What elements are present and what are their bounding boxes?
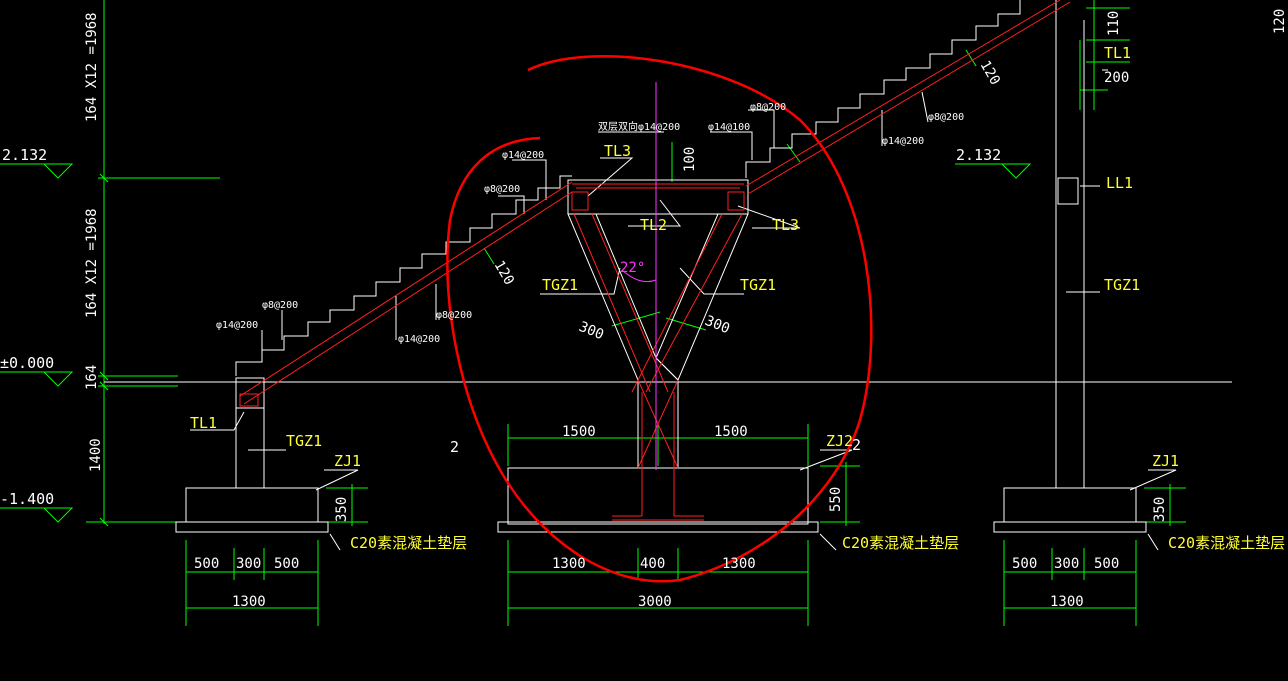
rebar-note: φ14@200	[882, 136, 924, 147]
dim-f-left-total: 1300	[232, 594, 266, 610]
dim-550: 550	[828, 487, 844, 512]
section-mark: 2	[852, 436, 861, 454]
cushion-left: C20素混凝土垫层	[350, 534, 467, 552]
dim-110: 110	[1106, 11, 1122, 36]
markup-circle	[446, 55, 873, 583]
rebar-lines	[239, 0, 1071, 521]
dim-f-right-c: 500	[1094, 556, 1119, 572]
section-mark: 2	[450, 438, 459, 456]
dim-1500-left: 1500	[562, 424, 596, 440]
rebar-note: φ14@200	[216, 320, 258, 331]
tag-tgz1-v-left: TGZ1	[542, 276, 578, 294]
dim-f-right-total: 1300	[1050, 594, 1084, 610]
dim-1400: 1400	[88, 438, 104, 472]
tag-tgz1-left: TGZ1	[286, 432, 322, 450]
rebar-note: φ8@200	[928, 112, 964, 123]
dim-f-right-a: 500	[1012, 556, 1037, 572]
dim-f-left-b: 300	[236, 556, 261, 572]
rebar-note: φ14@100	[708, 122, 750, 133]
tag-tl1-left: TL1	[190, 414, 217, 432]
rebar-note: φ8@200	[262, 300, 298, 311]
dim-stair-top: 164 X12 =1968	[84, 12, 100, 122]
rebar-note: φ14@200	[398, 334, 440, 345]
structure-outline	[104, 0, 1232, 551]
elev-0: ±0.000	[0, 354, 54, 372]
dimension-lines	[0, 0, 1186, 626]
tag-tl3-left: TL3	[604, 142, 631, 160]
tag-tl2: TL2	[640, 216, 667, 234]
tag-tgz1-v-right: TGZ1	[740, 276, 776, 294]
angle-label: 22°	[620, 260, 645, 276]
tag-zj1-right: ZJ1	[1152, 452, 1179, 470]
dim-f-mid-b: 400	[640, 556, 665, 572]
elev-2132-left: 2.132	[2, 146, 47, 164]
dim-f-mid-c: 1300	[722, 556, 756, 572]
elev-m1400: -1.400	[0, 490, 54, 508]
rebar-note: φ8@200	[750, 102, 786, 113]
dim-200: 200	[1104, 70, 1129, 86]
tag-zj1-left: ZJ1	[334, 452, 361, 470]
rebar-note: φ8@200	[436, 310, 472, 321]
dim-100: 100	[682, 147, 698, 172]
dim-1500-right: 1500	[714, 424, 748, 440]
dim-stair-mid: 164 X12 =1968	[84, 208, 100, 318]
dim-f-left-c: 500	[274, 556, 299, 572]
tag-tl3-right: TL3	[772, 216, 799, 234]
dim-f-right-b: 300	[1054, 556, 1079, 572]
rebar-note: 双层双向φ14@200	[598, 120, 680, 133]
dim-f-mid-total: 3000	[638, 594, 672, 610]
labels: TL1 TL3 TL2 TL3 TGZ1 TGZ1 TGZ1 TGZ1 TL1 …	[0, 9, 1288, 610]
tag-ll1: LL1	[1106, 174, 1133, 192]
tag-tl1-right: TL1	[1104, 44, 1131, 62]
tag-zj2: ZJ2	[826, 432, 853, 450]
angle-mark	[621, 82, 657, 470]
cushion-mid: C20素混凝土垫层	[842, 534, 959, 552]
dim-164: 164	[84, 365, 100, 390]
cushion-right: C20素混凝土垫层	[1168, 534, 1285, 552]
rebar-note: φ14@200	[502, 150, 544, 161]
dim-350-right: 350	[1152, 497, 1168, 522]
rebar-note: φ8@200	[484, 184, 520, 195]
dim-120-corner: 120	[1272, 9, 1288, 34]
elev-2132-right: 2.132	[956, 146, 1001, 164]
dim-350-left: 350	[334, 497, 350, 522]
tag-tgz1-right: TGZ1	[1104, 276, 1140, 294]
dim-f-left-a: 500	[194, 556, 219, 572]
dim-f-mid-a: 1300	[552, 556, 586, 572]
